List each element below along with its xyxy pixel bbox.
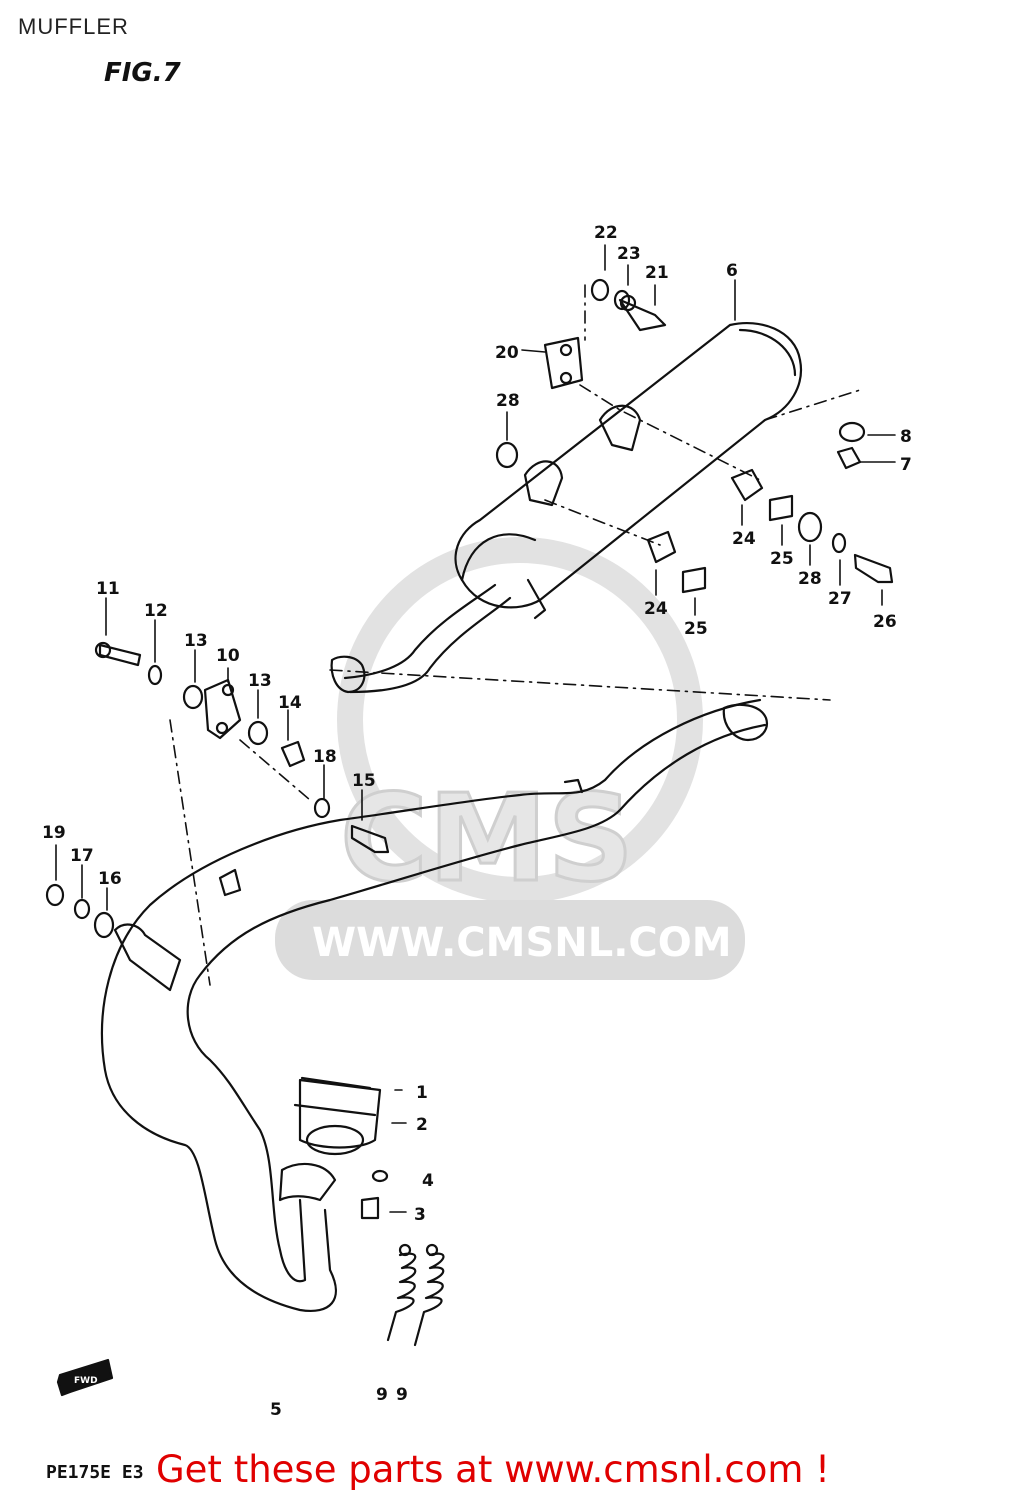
hardware-parts: [45, 278, 894, 1347]
callout-4: 4: [422, 1171, 434, 1191]
callout-17: 17: [70, 846, 94, 866]
watermark-url: WWW.CMSNL.COM: [312, 920, 732, 966]
callout-24a: 24: [732, 529, 756, 549]
callout-16: 16: [98, 869, 122, 889]
callout-5: 5: [270, 1400, 282, 1420]
callout-15: 15: [352, 771, 376, 791]
callout-11: 11: [96, 579, 120, 599]
leader-lines: [169, 284, 861, 986]
callout-13a: 13: [184, 631, 208, 651]
callout-23: 23: [617, 244, 641, 264]
callout-3: 3: [414, 1205, 426, 1225]
page-title: MUFFLER: [18, 14, 129, 39]
callout-28b: 28: [798, 569, 822, 589]
callout-13b: 13: [248, 671, 272, 691]
model-code: PE175E E3: [46, 1462, 144, 1483]
callout-21: 21: [645, 263, 669, 283]
fwd-arrow: FWD: [56, 1358, 114, 1397]
callout-19: 19: [42, 823, 66, 843]
callout-7: 7: [900, 455, 912, 475]
silencer: [330, 321, 803, 694]
callout-18: 18: [313, 747, 337, 767]
cta-link[interactable]: Get these parts at www.cmsnl.com !: [156, 1448, 831, 1491]
callout-8: 8: [900, 427, 912, 447]
callout-24b: 24: [644, 599, 668, 619]
callout-10: 10: [216, 646, 240, 666]
callout-20: 20: [495, 343, 519, 363]
callout-9b: 9: [396, 1385, 408, 1405]
callout-22: 22: [594, 223, 618, 243]
expansion-chamber: [100, 698, 768, 1313]
fwd-label: FWD: [74, 1376, 98, 1386]
callout-26: 26: [873, 612, 897, 632]
callout-14: 14: [278, 693, 302, 713]
callout-12: 12: [144, 601, 168, 621]
callout-25b: 25: [684, 619, 708, 639]
callout-2: 2: [416, 1115, 428, 1135]
figure-label: FIG.7: [104, 58, 181, 88]
callout-1: 1: [416, 1083, 428, 1103]
callout-6: 6: [726, 261, 738, 281]
short-leaders: [55, 244, 896, 1213]
cms-watermark: CMS WWW.CMSNL.COM: [275, 537, 745, 980]
watermark-logo-text: CMS: [340, 770, 634, 909]
callout-9a: 9: [376, 1385, 388, 1405]
callout-25a: 25: [770, 549, 794, 569]
callout-27: 27: [828, 589, 852, 609]
callout-28a: 28: [496, 391, 520, 411]
callouts: 1 2 3 4 5 6 7 8 9 9 10 11 12 13 13 14 15…: [42, 223, 912, 1420]
